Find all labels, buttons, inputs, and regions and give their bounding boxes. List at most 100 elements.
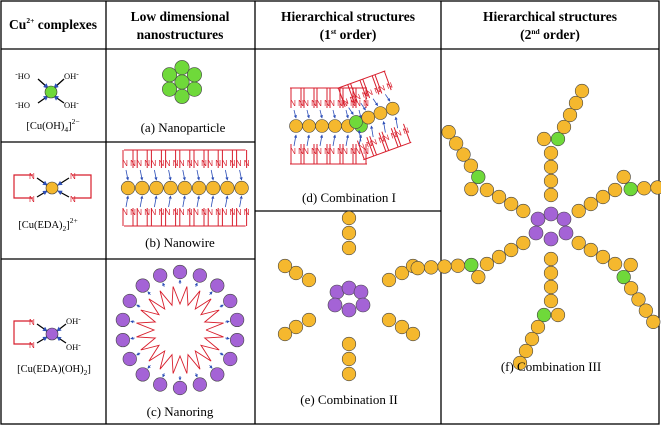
coordination-bond	[209, 364, 213, 369]
nitrogen-label: N	[130, 159, 136, 168]
copper-ion	[568, 95, 584, 111]
header-low-dimensional: Low dimensional	[131, 9, 230, 24]
copper-ion	[220, 180, 235, 196]
copper-ion	[536, 307, 552, 323]
nitrogen-label: N	[207, 208, 213, 217]
coordination-bond	[168, 169, 172, 181]
nitrogen-label: N	[222, 208, 228, 217]
coordination-bond	[319, 109, 323, 119]
coordination-bond	[182, 169, 186, 181]
copper-ion	[518, 343, 534, 359]
copper-ion	[191, 180, 207, 196]
nitrogen-label: N	[244, 208, 250, 217]
nitrogen-label: N	[366, 88, 375, 99]
coordination-bond	[319, 134, 324, 147]
copper-ion	[624, 281, 639, 296]
nitrogen-label: N	[355, 147, 361, 156]
copper-ion	[341, 351, 357, 367]
nitrogen-label: N	[230, 208, 236, 217]
caption-nanowire: (b) Nanowire	[145, 235, 215, 250]
copper-ion	[595, 249, 611, 265]
copper-ion	[223, 293, 238, 309]
copper-ion	[135, 278, 150, 293]
eda-strut	[350, 83, 358, 103]
nitrogen-label: N	[136, 159, 142, 168]
coordination-bond	[154, 169, 158, 181]
coordination-bond	[154, 195, 158, 208]
nitrogen-label: N	[193, 208, 199, 217]
header-complexes: Cu2+ complexes	[9, 16, 97, 32]
copper-ion	[441, 125, 456, 140]
coordination-bond	[348, 107, 354, 115]
coordination-bond	[147, 364, 151, 369]
copper-ion	[289, 119, 303, 133]
complex-cu-eda2-structure: N N N N	[13, 172, 92, 204]
nitrogen-label: N	[207, 159, 213, 168]
copper-ion	[528, 225, 544, 241]
coordination-bond	[306, 134, 311, 147]
copper-ion	[583, 242, 598, 258]
nitrogen-label: N	[290, 147, 296, 156]
nitrogen-label: N	[361, 89, 370, 100]
coordination-bond	[225, 336, 230, 340]
copper-ion	[327, 297, 343, 313]
eda-strut	[374, 74, 383, 94]
nitrogen-label: N	[329, 99, 335, 108]
copper-ion	[385, 101, 400, 116]
nitrogen-label: N	[316, 147, 322, 156]
nitrogen-label: N	[236, 208, 242, 217]
hydroxide-label: OH-	[66, 314, 81, 326]
nitrogen-label: N	[303, 147, 309, 156]
eda-strut	[369, 136, 377, 156]
eda-rail	[363, 141, 412, 161]
coordination-bond	[293, 134, 298, 147]
coordination-bond	[130, 336, 135, 340]
nitrogen-label: N	[130, 208, 136, 217]
nitrogen-label: N	[377, 135, 386, 146]
complex-3-formula: [Cu(EDA)(OH)2]	[17, 364, 91, 377]
complex-1-formula: [Cu(OH)4]2−	[26, 117, 79, 134]
coordination-bond	[382, 121, 386, 133]
copper-ion	[450, 258, 465, 273]
copper-ion	[556, 119, 572, 135]
combination-2-structure	[277, 210, 421, 382]
nitrogen-label: N	[385, 81, 394, 92]
eda-strut	[371, 75, 380, 95]
copper-ion	[153, 268, 168, 283]
copper-ion	[341, 240, 357, 256]
copper-ion	[288, 319, 304, 335]
eda-strut	[390, 128, 399, 148]
nitrogen-label: N	[324, 99, 330, 108]
nitrogen-label: N	[311, 99, 317, 108]
eda-strut	[359, 79, 368, 100]
eda-strut	[356, 140, 365, 160]
coordination-bond	[372, 98, 379, 107]
coordination-bond	[139, 195, 144, 208]
nitrogen-label: N	[350, 147, 356, 156]
hydroxide-label: -HO	[15, 98, 30, 110]
copper-ion	[172, 264, 188, 280]
nitrogen-label: N	[363, 147, 369, 156]
nitrogen-label: N	[298, 147, 304, 156]
coordination-bond	[370, 125, 374, 138]
nitrogen-label: N	[402, 126, 411, 137]
coordination-bond	[219, 304, 224, 308]
nitrogen-label: N	[173, 208, 179, 217]
copper-ion	[177, 180, 192, 196]
nitrogen-label: N	[159, 208, 165, 217]
copper-ion	[135, 367, 150, 382]
svg-text:N: N	[29, 195, 35, 204]
copper-ion	[277, 258, 293, 274]
coordination-bond	[345, 134, 350, 147]
copper-ion	[223, 351, 238, 367]
copper-ion	[536, 131, 552, 147]
nitrogen-label: N	[136, 208, 142, 217]
nitrogen-label: N	[298, 99, 304, 108]
copper-ion	[230, 332, 245, 348]
copper-ion	[464, 257, 479, 273]
caption-nanoparticle: (a) Nanoparticle	[141, 120, 226, 135]
nitrogen-label: N	[144, 159, 150, 168]
copper-ion	[153, 377, 168, 392]
